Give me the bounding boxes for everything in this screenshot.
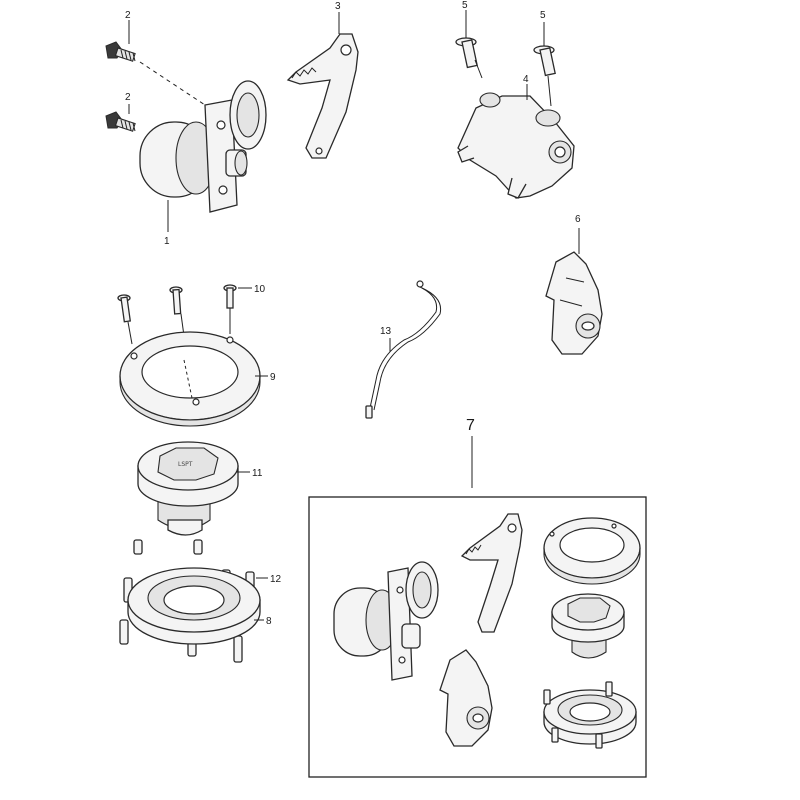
fuel-cap-part: LSPT [137,441,239,536]
callout-4: 4 [523,74,529,85]
bracket-part [457,92,575,199]
bolt-upper-part [105,41,136,62]
callout-8: 8 [266,616,272,627]
kit-key [460,513,523,633]
key-part [286,33,359,159]
kit-ignition-switch [333,561,439,681]
callout-2b: 2 [125,92,131,103]
kit-fuel-cap [551,593,625,659]
callout-1: 1 [164,236,170,247]
callout-11: 11 [252,468,263,479]
screw-set-10-part [117,284,237,323]
cable-part [365,280,442,419]
ignition-switch-part [139,80,267,213]
screw-right-part [533,45,556,77]
callout-10: 10 [254,284,266,295]
bezel-ring-part [119,331,261,427]
callout-5a: 5 [462,0,468,11]
kit-latch [439,649,493,747]
callout-7: 7 [466,417,475,434]
callout-5b: 5 [540,10,546,21]
screw-left-part [455,37,478,69]
callout-3: 3 [335,1,341,12]
svg-text:LSPT: LSPT [178,461,193,468]
callout-2a: 2 [125,10,131,21]
bolt-lower-part [105,111,136,132]
kit-filler-base [543,681,637,749]
callout-13: 13 [380,326,392,337]
latch-part [545,251,603,355]
kit-ring [543,517,641,585]
callout-12: 12 [270,574,282,585]
filler-base-part [127,567,261,645]
callout-6: 6 [575,214,581,225]
kit-box [308,496,647,778]
callout-9: 9 [270,372,276,383]
